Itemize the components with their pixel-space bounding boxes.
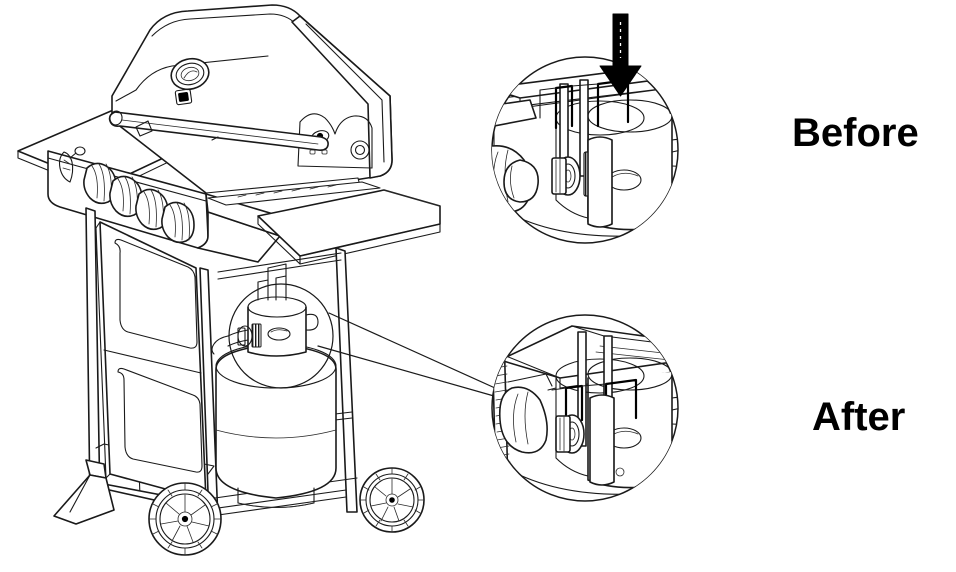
- control-knobs: [83, 162, 195, 244]
- regulator-and-retainer-main: [211, 263, 287, 355]
- cart-feet: [53, 459, 115, 525]
- right-side-shelf: [207, 181, 441, 265]
- lid-thermometer: [170, 57, 210, 91]
- after-detail-view: [491, 314, 679, 502]
- cabinet-doors: [95, 221, 207, 501]
- cart-frame: [85, 207, 358, 521]
- detail-callout-circle: [228, 283, 334, 389]
- igniter-button: [58, 146, 86, 183]
- wheel: [148, 482, 222, 556]
- after-label: After: [812, 395, 906, 439]
- grill-lid: [111, 4, 393, 202]
- main-grill-drawing: [17, 4, 441, 556]
- wheel: [359, 467, 425, 533]
- lid-handle: [108, 110, 329, 151]
- before-detail-view: [491, 13, 679, 244]
- control-knob: [161, 201, 195, 244]
- detail-leader-lines: [317, 312, 496, 397]
- propane-tank: [215, 296, 337, 508]
- wheels: [148, 467, 425, 556]
- down-arrow: [599, 13, 642, 97]
- lid-badge: [174, 88, 193, 106]
- tank-collar: [247, 296, 319, 357]
- before-label: Before: [792, 111, 919, 155]
